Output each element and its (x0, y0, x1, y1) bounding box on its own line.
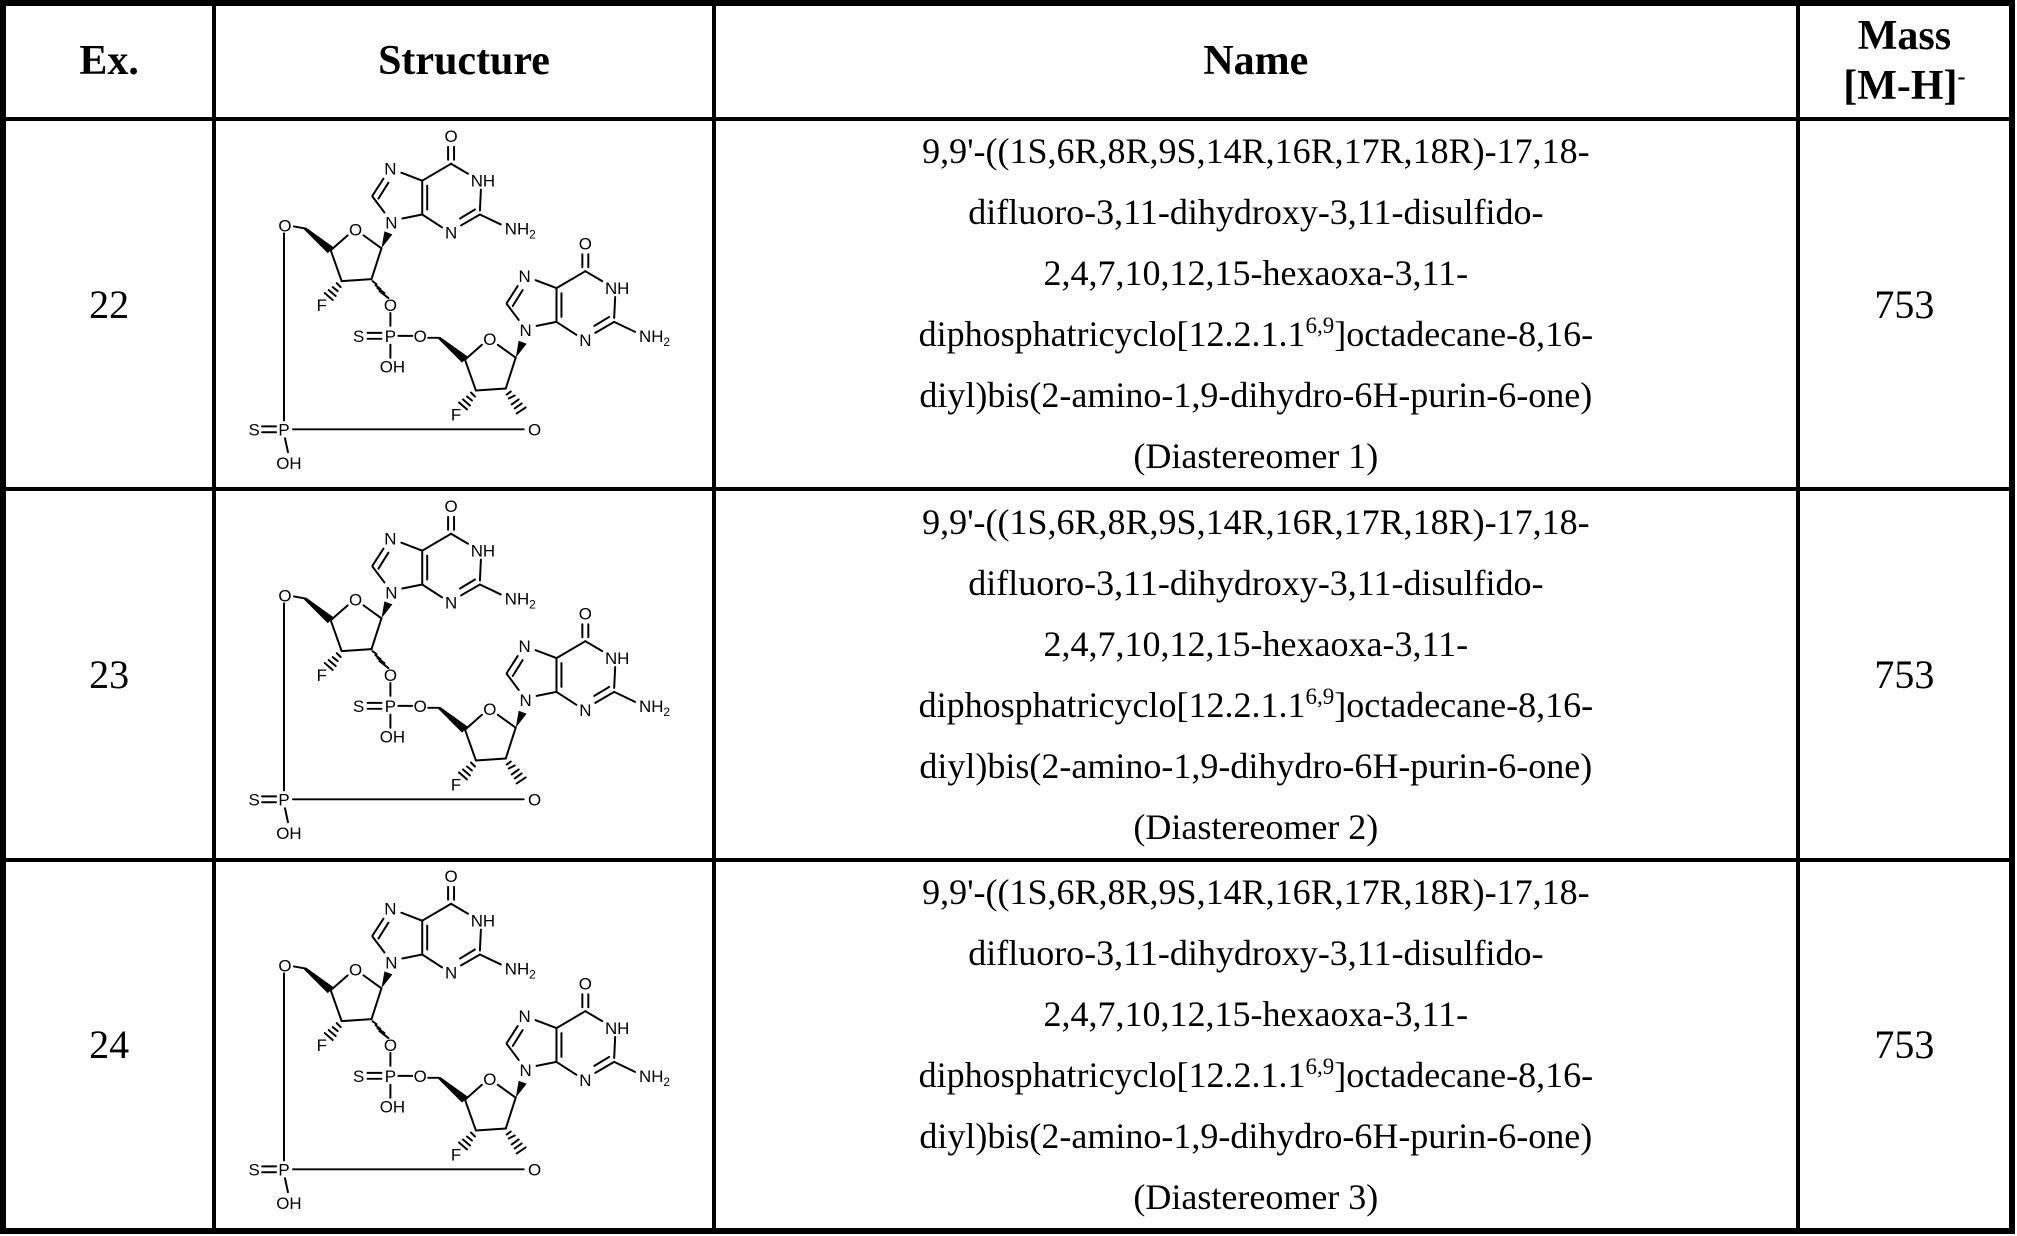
structure-diagram: O NH N N N NH2 (249, 125, 672, 473)
header-row: Ex. Structure Name Mass [M-H]- (0, 0, 2015, 122)
name-line: diphosphatricyclo[12.2.1.16,9]octadecane… (724, 1045, 1788, 1106)
name-line: difluoro-3,11-dihydroxy-3,11-disulfido- (968, 192, 1544, 233)
name-line: 2,4,7,10,12,15-hexaoxa-3,11- (1043, 253, 1469, 294)
structure-cell (212, 857, 716, 1234)
cyclic-dinucleotide: O O S P O OH (249, 125, 672, 473)
table-row-22: 22 (0, 117, 2015, 492)
name-line4-post: ]octadecane-8,16- (1334, 314, 1594, 355)
compound-name: 9,9'-((1S,6R,8R,9S,14R,16R,17R,18R)-17,1… (711, 857, 1800, 1234)
name-line: 9,9'-((1S,6R,8R,9S,14R,16R,17R,18R)-17,1… (922, 131, 1590, 172)
atom-label-o2prime-2: O (528, 420, 541, 439)
name-line: diyl)bis(2-amino-1,9-dihydro-6H-purin-6-… (919, 1115, 1593, 1156)
name-line: (Diastereomer 2) (1133, 806, 1379, 847)
name-line: diyl)bis(2-amino-1,9-dihydro-6H-purin-6-… (919, 375, 1593, 416)
name-line4-superscript: 6,9 (1305, 683, 1335, 709)
name-line: diphosphatricyclo[12.2.1.16,9]octadecane… (724, 675, 1788, 736)
mass-value: 753 (1795, 117, 2015, 492)
col-header-structure: Structure (212, 0, 716, 122)
mass-value: 753 (1795, 487, 2015, 862)
mass-header-superscript: - (1957, 63, 1966, 90)
atom-label-s-bottom: S (249, 420, 260, 439)
name-line: 2,4,7,10,12,15-hexaoxa-3,11- (1043, 993, 1469, 1034)
table-row-24: 24 9,9'-((1S,6R,8R,9S,14R,16R,17R,18R)-1… (0, 857, 2015, 1234)
atom-label-oh-bottom: OH (276, 454, 301, 473)
name-line4-pre: diphosphatricyclo[12.2.1.1 (918, 1054, 1306, 1095)
name-line: difluoro-3,11-dihydroxy-3,11-disulfido- (968, 932, 1544, 973)
atom-label-p-bottom: P (278, 420, 289, 439)
name-line: (Diastereomer 3) (1133, 1176, 1379, 1217)
mass-header-line2: [M-H]- (1843, 63, 1965, 109)
atom-label-o2prime-1: O (384, 296, 397, 315)
structure-cell: O NH N N N NH2 (212, 117, 716, 492)
mass-header-bracket: [M-H] (1843, 62, 1958, 109)
ex-number: 24 (0, 857, 217, 1234)
name-line4-pre: diphosphatricyclo[12.2.1.1 (918, 684, 1306, 725)
name-line: 9,9'-((1S,6R,8R,9S,14R,16R,17R,18R)-17,1… (922, 501, 1590, 542)
mass-value: 753 (1795, 857, 2015, 1234)
structure-cell (212, 487, 716, 862)
col-header-ex: Ex. (0, 0, 217, 122)
name-line: 2,4,7,10,12,15-hexaoxa-3,11- (1043, 623, 1469, 664)
name-line: 9,9'-((1S,6R,8R,9S,14R,16R,17R,18R)-17,1… (922, 871, 1590, 912)
col-header-name: Name (711, 0, 1800, 122)
mass-header-line1: Mass (1857, 13, 1952, 59)
name-line4-superscript: 6,9 (1305, 1053, 1335, 1079)
structure-diagram (225, 863, 703, 1226)
atom-label-p-mid: P (385, 327, 396, 346)
compound-name: 9,9'-((1S,6R,8R,9S,14R,16R,17R,18R)-17,1… (711, 487, 1800, 862)
name-line: diphosphatricyclo[12.2.1.16,9]octadecane… (724, 304, 1788, 365)
name-line4-post: ]octadecane-8,16- (1334, 684, 1594, 725)
name-line4-post: ]octadecane-8,16- (1334, 1054, 1594, 1095)
table-row-23: 23 9,9'-((1S,6R,8R,9S,14R,16R,17R,18R)-1… (0, 487, 2015, 862)
ex-number: 23 (0, 487, 217, 862)
col-header-mass: Mass [M-H]- (1795, 0, 2015, 122)
atom-label-o-bridge: O (414, 327, 427, 346)
name-line4-pre: diphosphatricyclo[12.2.1.1 (918, 314, 1306, 355)
ex-number: 22 (0, 117, 217, 492)
atom-label-o5prime: O (278, 216, 291, 235)
compound-name: 9,9'-((1S,6R,8R,9S,14R,16R,17R,18R)-17,1… (711, 117, 1800, 492)
atom-label-oh-mid: OH (380, 357, 405, 376)
atom-label-s-mid: S (353, 327, 364, 346)
name-line: diyl)bis(2-amino-1,9-dihydro-6H-purin-6-… (919, 745, 1593, 786)
name-line: difluoro-3,11-dihydroxy-3,11-disulfido- (968, 562, 1544, 603)
name-line4-superscript: 6,9 (1305, 313, 1335, 339)
name-line: (Diastereomer 1) (1133, 436, 1379, 477)
structure-diagram (225, 493, 703, 856)
